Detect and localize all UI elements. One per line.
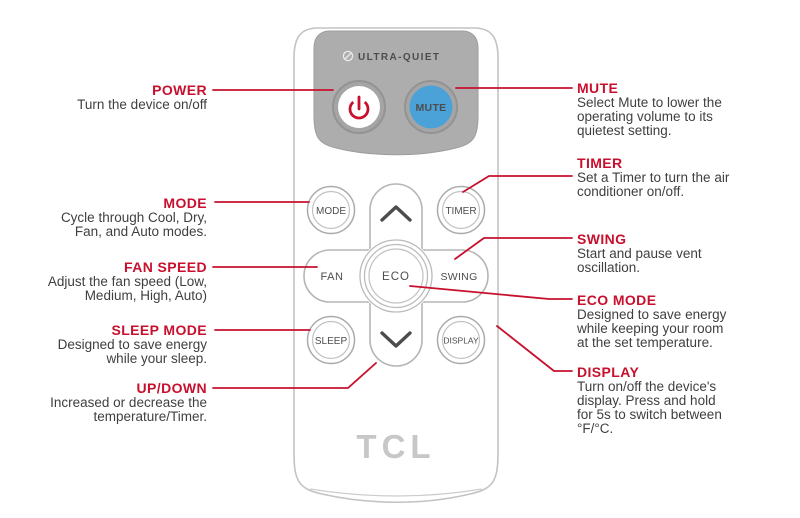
callout-description-line: while your sleep. bbox=[106, 351, 207, 366]
callout-mode: MODE Cycle through Cool, Dry, Fan, and A… bbox=[11, 195, 207, 239]
callout-description-line: Turn on/off the device's bbox=[577, 379, 717, 394]
timer-button-label: TIMER bbox=[445, 206, 476, 217]
eco-mid-ring bbox=[363, 243, 429, 309]
eco-button bbox=[368, 248, 424, 304]
callout-description-line: Cycle through Cool, Dry, bbox=[60, 210, 207, 225]
callout-description-line: Medium, High, Auto) bbox=[84, 288, 207, 303]
callout-description-line: for 5s to switch between bbox=[577, 407, 722, 422]
tcl-logo: TCL bbox=[356, 428, 435, 465]
callout-mute: MUTE Select Mute to lower the operating … bbox=[577, 80, 777, 138]
callout-description-line: Increased or decrease the bbox=[50, 395, 207, 410]
callout-display: DISPLAY Turn on/off the device's display… bbox=[577, 364, 777, 436]
callout-line-display bbox=[496, 325, 573, 372]
chevron-down-icon bbox=[380, 331, 412, 348]
callout-title: MUTE bbox=[577, 80, 619, 96]
mode-button-label: MODE bbox=[316, 206, 346, 217]
callout-title: SLEEP MODE bbox=[111, 322, 207, 338]
callout-timer: TIMER Set a Timer to turn the air condit… bbox=[577, 155, 777, 199]
callout-description-line: temperature/Timer. bbox=[93, 409, 207, 424]
callout-title: POWER bbox=[152, 82, 207, 98]
callout-description-line: while keeping your room bbox=[577, 321, 724, 336]
callout-description-line: Set a Timer to turn the air bbox=[577, 170, 730, 185]
callout-power: POWER Turn the device on/off bbox=[11, 82, 207, 112]
callout-description-line: Fan, and Auto modes. bbox=[74, 224, 207, 239]
battery-cover-seam bbox=[309, 488, 483, 497]
eco-outer-ring bbox=[359, 239, 433, 313]
mute-button-label: MUTE bbox=[416, 102, 447, 114]
callout-description-line: Designed to save energy bbox=[577, 307, 727, 322]
callout-title: ECO MODE bbox=[577, 292, 657, 308]
power-button bbox=[332, 80, 386, 134]
callout-line-swing bbox=[454, 237, 573, 260]
callout-description-line: Turn the device on/off bbox=[77, 97, 207, 112]
mode-button: MODE bbox=[306, 185, 356, 235]
callout-line-eco-mode bbox=[409, 285, 573, 300]
callout-line-up-down bbox=[212, 362, 377, 389]
callout-title: DISPLAY bbox=[577, 364, 640, 380]
callout-description-line: °F/°C. bbox=[577, 421, 614, 436]
callout-description-line: operating volume to its bbox=[577, 109, 713, 124]
power-icon bbox=[348, 95, 370, 120]
callout-title: UP/DOWN bbox=[136, 380, 207, 396]
callout-fan-speed: FAN SPEED Adjust the fan speed (Low, Med… bbox=[11, 259, 207, 303]
timer-button: TIMER bbox=[436, 185, 486, 235]
callout-title: FAN SPEED bbox=[124, 259, 207, 275]
ultra-quiet-mark: ULTRA-QUIET bbox=[342, 50, 440, 63]
callout-description-line: display. Press and hold bbox=[577, 393, 716, 408]
callout-description-line: conditioner on/off. bbox=[577, 184, 685, 199]
callout-swing: SWING Start and pause vent oscillation. bbox=[577, 231, 777, 275]
mute-button: MUTE bbox=[404, 80, 458, 134]
callout-description-line: Select Mute to lower the bbox=[577, 95, 722, 110]
callout-title: MODE bbox=[163, 195, 207, 211]
callout-sleep-mode: SLEEP MODE Designed to save energy while… bbox=[11, 322, 207, 366]
callout-description-line: Adjust the fan speed (Low, bbox=[47, 274, 207, 289]
swing-button-label: SWING bbox=[440, 271, 477, 283]
fan-button-label: FAN bbox=[321, 271, 344, 283]
ultra-quiet-label: ULTRA-QUIET bbox=[358, 52, 440, 63]
sleep-button: SLEEP bbox=[306, 315, 356, 365]
callout-line-timer bbox=[462, 175, 573, 193]
display-button-label: DISPLAY bbox=[443, 336, 479, 346]
callout-description-line: quietest setting. bbox=[577, 123, 672, 138]
callout-description-line: Designed to save energy bbox=[57, 337, 207, 352]
eco-button-label: ECO bbox=[382, 271, 410, 283]
sleep-button-label: SLEEP bbox=[315, 336, 348, 347]
callout-description-line: at the set temperature. bbox=[577, 335, 713, 350]
callout-description-line: Start and pause vent bbox=[577, 246, 702, 261]
callout-up-down: UP/DOWN Increased or decrease the temper… bbox=[11, 380, 207, 424]
callout-eco-mode: ECO MODE Designed to save energy while k… bbox=[577, 292, 777, 350]
callout-title: SWING bbox=[577, 231, 627, 247]
display-button: DISPLAY bbox=[436, 315, 486, 365]
chevron-up-icon bbox=[380, 205, 412, 222]
callout-title: TIMER bbox=[577, 155, 623, 171]
quiet-icon bbox=[342, 50, 354, 62]
callout-description-line: oscillation. bbox=[577, 260, 641, 275]
